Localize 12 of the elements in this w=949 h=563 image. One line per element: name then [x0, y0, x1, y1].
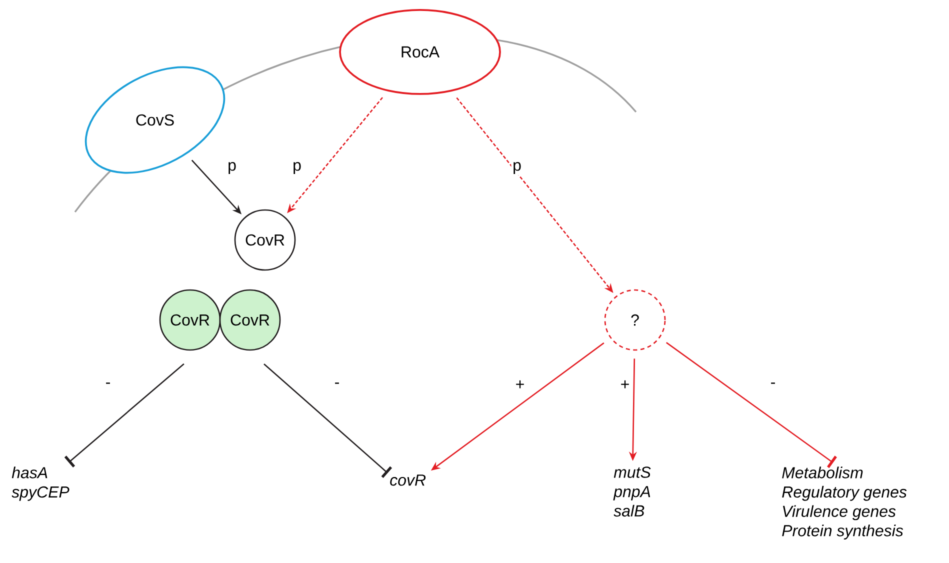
edge-label: p	[291, 160, 303, 176]
edge-label: -	[104, 381, 112, 389]
gene-list: mutS pnpA salB	[613, 466, 651, 517]
edge-label: -	[769, 381, 777, 389]
edge-label: +	[619, 379, 631, 391]
edge-label: -	[333, 381, 341, 389]
gene-list: covR	[390, 474, 426, 486]
gene-list: hasA spyCEP	[12, 466, 70, 501]
gene-list: Metabolism Regulatory genes Virulence genes Protein synthesis	[782, 466, 907, 540]
edge-label: p	[226, 160, 238, 176]
edge-label: p	[511, 160, 523, 176]
edge-label: +	[514, 379, 526, 391]
